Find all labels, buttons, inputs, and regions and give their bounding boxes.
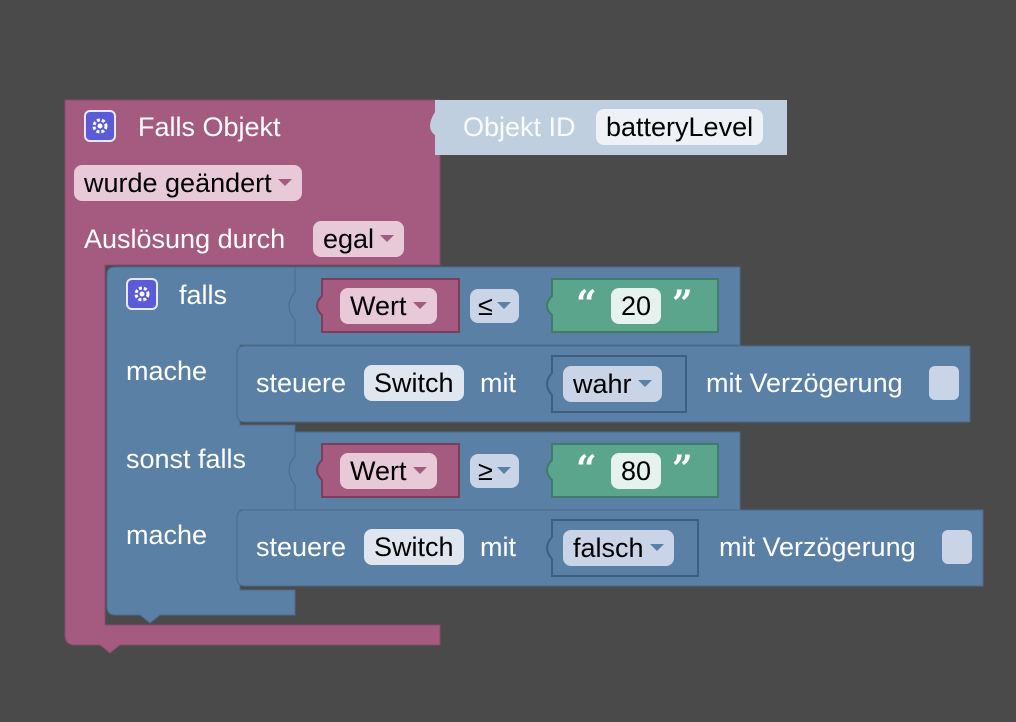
operator-dropdown-1[interactable]: ≤ <box>470 289 519 323</box>
object-id-label: Objekt ID <box>463 112 576 142</box>
action-label-1: steuere <box>256 368 347 398</box>
operator-dropdown-2[interactable]: ≥ <box>470 454 519 488</box>
action-label-2: steuere <box>256 532 347 562</box>
elseif-label: sonst falls <box>126 444 247 474</box>
close-quote-icon: ” <box>672 283 693 325</box>
bool-value-2: falsch <box>573 533 644 563</box>
condition-dropdown[interactable]: wurde geändert <box>74 165 302 201</box>
switch-field-2[interactable]: Switch <box>364 529 464 565</box>
chevron-down-icon <box>277 179 292 187</box>
with-label-1: mit <box>480 368 516 398</box>
with-label-2: mit <box>480 532 516 562</box>
wert-dropdown-1[interactable]: Wert <box>340 288 437 324</box>
trigger-value: egal <box>323 224 375 254</box>
wert-value-1: Wert <box>350 291 407 321</box>
delay-checkbox-2[interactable] <box>942 530 972 564</box>
trigger-dropdown[interactable]: egal <box>313 221 405 257</box>
do-label-2: mache <box>126 520 208 550</box>
if-label: falls <box>179 280 228 310</box>
event-block-title: Falls Objekt <box>138 112 281 142</box>
delay-label-2: mit Verzögerung <box>719 532 916 562</box>
trigger-label: Auslösung durch <box>84 224 286 254</box>
bool-value-1: wahr <box>573 369 632 399</box>
chevron-down-icon <box>496 302 511 310</box>
wert-value-2: Wert <box>350 456 407 486</box>
operator-value-2: ≥ <box>478 456 493 486</box>
condition-value: wurde geändert <box>84 168 272 198</box>
chevron-down-icon <box>496 467 511 475</box>
wert-dropdown-2[interactable]: Wert <box>340 453 437 489</box>
delay-checkbox-1[interactable] <box>929 366 959 400</box>
bool-dropdown-1[interactable]: wahr <box>563 366 662 402</box>
chevron-down-icon <box>412 302 427 310</box>
do-label-1: mache <box>126 356 208 386</box>
number-field-1[interactable]: 20 <box>611 288 662 324</box>
open-quote-icon: “ <box>576 448 597 490</box>
gear-icon[interactable] <box>84 110 116 142</box>
chevron-down-icon <box>649 544 664 552</box>
close-quote-icon: ” <box>672 448 693 490</box>
open-quote-icon: “ <box>576 283 597 325</box>
object-id-field[interactable]: batteryLevel <box>596 109 764 145</box>
delay-label-1: mit Verzögerung <box>706 368 903 398</box>
number-field-2[interactable]: 80 <box>611 453 662 489</box>
chevron-down-icon <box>637 380 652 388</box>
operator-value-1: ≤ <box>478 291 493 321</box>
if-block-shape <box>106 266 296 624</box>
chevron-down-icon <box>412 467 427 475</box>
switch-field-1[interactable]: Switch <box>364 365 464 401</box>
chevron-down-icon <box>380 235 395 243</box>
bool-dropdown-2[interactable]: falsch <box>563 530 674 566</box>
gear-icon[interactable] <box>126 278 158 310</box>
